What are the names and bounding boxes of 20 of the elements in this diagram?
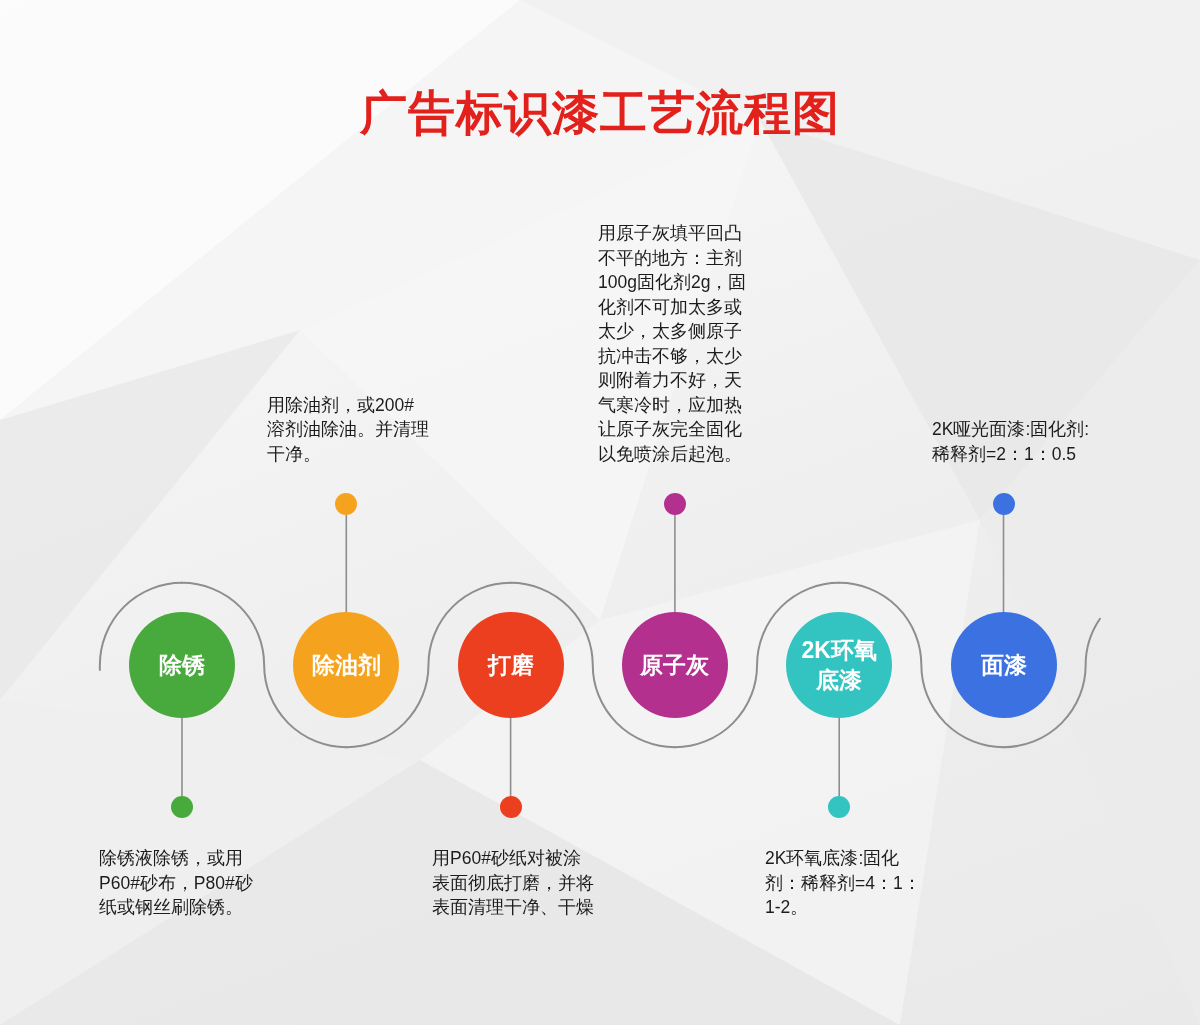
- step-description: 用P60#砂纸对被涂表面彻底打磨，并将表面清理干净、干燥: [432, 847, 595, 919]
- step-description: 用除油剂，或200#溶剂油除油。并清理干净。: [267, 393, 429, 466]
- step-description: 用原子灰填平回凸不平的地方：主剂100g固化剂2g，固化剂不可加太多或太少，太多侧原子抗冲击不够，太少则附着力不好，天气寒冷时，应加热让原子灰完全固化以免喷涂后起泡。: [598, 222, 748, 466]
- wave-line: [509, 581, 676, 749]
- wave-line: [181, 581, 348, 749]
- leader-line: [345, 514, 348, 613]
- wave-line: [1002, 617, 1101, 749]
- wave-line: [98, 581, 183, 671]
- leader-line: [838, 717, 840, 797]
- wave-line: [838, 581, 1005, 749]
- wave-line: [345, 581, 512, 749]
- step-description: 2K环氧底漆:固化剂：稀释剂=4：1：1-2。: [765, 847, 921, 919]
- title: 广告标识漆工艺流程图: [358, 85, 841, 141]
- step-description: 除锈液除锈，或用P60#砂布，P80#砂纸或钢丝刷除锈。: [99, 847, 254, 919]
- leader-line: [674, 514, 676, 613]
- leader-line: [509, 717, 512, 797]
- leader-line: [1002, 514, 1005, 613]
- leader-line: [181, 717, 183, 797]
- wave-line: [673, 581, 841, 749]
- step-description: 2K哑光面漆:固化剂:稀释剂=2：1：0.5: [932, 418, 1091, 466]
